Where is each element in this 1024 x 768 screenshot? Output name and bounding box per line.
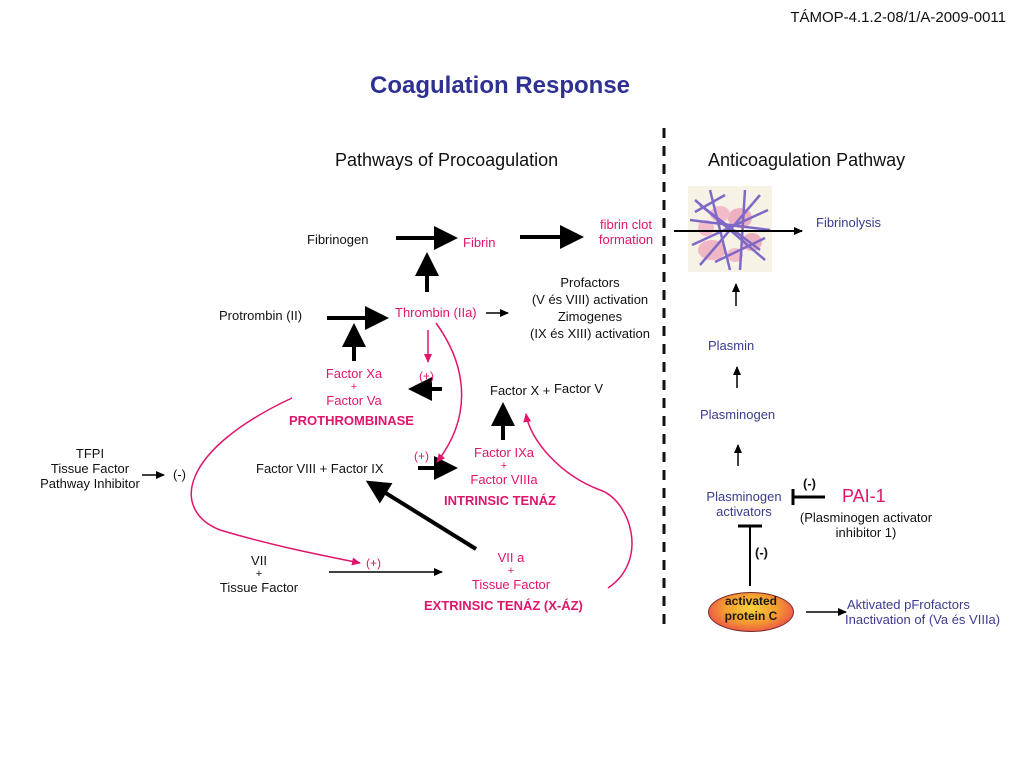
plus-sign: + [542, 383, 551, 398]
factor-ixa: Factor IXa [474, 445, 534, 460]
activators-line1: Plasminogen [706, 489, 782, 504]
label-profactors: Profactors (V és VIII) activation Zimoge… [510, 274, 670, 342]
label-fibrin: Fibrin [463, 235, 496, 250]
plus-sign: + [507, 565, 515, 577]
section-anticoagulation: Anticoagulation Pathway [708, 150, 906, 170]
profactors-line1: Profactors [560, 275, 620, 290]
label-factor-x-v: Factor X + Factor V [490, 381, 604, 398]
label-plasminogen-activators: Plasminogen activators [700, 489, 788, 519]
activators-line2: activators [716, 504, 772, 519]
plus-sign: + [255, 568, 263, 580]
label-factor-viii-ix: Factor VIII + Factor IX [256, 461, 384, 476]
label-negative-pai1: (-) [803, 476, 816, 491]
factor-va: Factor Va [326, 393, 382, 408]
reference-code: TÁMOP-4.1.2-08/1/A-2009-0011 [790, 9, 1006, 26]
profactors-line2: (V és VIII) activation [531, 292, 649, 307]
fibrin-clot-line2: formation [598, 232, 654, 247]
tissue-factor: Tissue Factor [471, 577, 551, 592]
pai1-desc-line1: (Plasminogen activator [799, 510, 933, 525]
profactors-line4: (IX és XIII) activation [530, 326, 650, 341]
fibrin-clot-line1: fibrin clot [599, 217, 653, 232]
tfpi-line2: Tissue Factor [50, 461, 130, 476]
factor-xa: Factor Xa [325, 366, 383, 381]
inhibition-apc [738, 524, 762, 586]
factor-x: Factor X [490, 383, 540, 398]
label-protrombin: Protrombin (II) [219, 308, 303, 323]
curve-thrombin-intrinsic [435, 322, 463, 463]
tfpi-line1: TFPI [75, 446, 105, 461]
vii: VII [251, 553, 267, 568]
label-negative-apc: (-) [755, 545, 768, 560]
vii-a: VII a [497, 550, 525, 565]
label-fibrinolysis: Fibrinolysis [816, 215, 882, 230]
activated-protein-c-node: activated protein C [708, 592, 794, 632]
plus-sign: + [350, 381, 358, 393]
tissue-factor: Tissue Factor [219, 580, 299, 595]
plus-sign: + [500, 460, 508, 472]
label-prothrombinase: PROTHROMBINASE [289, 413, 414, 428]
label-plasminogen: Plasminogen [700, 407, 776, 422]
aktivated-line2: Inactivation of (Va és VIIIa) [845, 612, 1001, 627]
arrow-extrinsic-viii-ix [365, 480, 478, 551]
curve-extrinsic-factorx [523, 413, 633, 589]
label-negative-tfpi: (-) [173, 467, 186, 482]
label-extrinsic-tenase: EXTRINSIC TENÁZ (X-ÁZ) [424, 598, 583, 613]
apc-line1: activated [724, 594, 778, 608]
apc-line2: protein C [724, 609, 778, 623]
label-thrombin: Thrombin (IIa) [395, 305, 477, 320]
label-prothrombinase-complex: Factor Xa + Factor Va [314, 366, 394, 408]
aktivated-line1: Aktivated pFrofactors [847, 597, 970, 612]
label-aktivated-profactors: Aktivated pFrofactors Inactivation of (V… [845, 597, 1001, 627]
label-vii-tissue-factor: VII + Tissue Factor [213, 553, 305, 595]
label-positive-thrombin: (+) [419, 369, 434, 383]
profactors-line3: Zimogenes [557, 309, 623, 324]
curve-prothrombinase-extrinsic [190, 397, 361, 566]
label-positive-extrinsic: (+) [366, 556, 381, 570]
factor-viiia: Factor VIIIa [470, 472, 538, 487]
tfpi-line3: Pathway Inhibitor [40, 476, 140, 491]
label-fibrin-clot: fibrin clot formation [594, 217, 658, 247]
label-intrinsic-tenase: INTRINSIC TENÁZ [444, 493, 556, 508]
label-extrinsic-complex: VII a + Tissue Factor [465, 550, 557, 592]
factor-v: Factor V [553, 381, 604, 396]
label-plasmin: Plasmin [708, 338, 755, 353]
pai1-desc-line2: inhibitor 1) [835, 525, 897, 540]
section-procoagulation: Pathways of Procoagulation [335, 150, 559, 170]
label-tfpi: TFPI Tissue Factor Pathway Inhibitor [30, 446, 150, 491]
label-intrinsic-complex: Factor IXa + Factor VIIIa [462, 445, 546, 487]
inhibition-pai1 [791, 489, 825, 505]
label-pai1: PAI-1 [842, 486, 886, 506]
label-fibrinogen: Fibrinogen [307, 232, 369, 247]
label-positive-intrinsic: (+) [414, 449, 429, 463]
label-pai1-desc: (Plasminogen activator inhibitor 1) [790, 510, 942, 540]
